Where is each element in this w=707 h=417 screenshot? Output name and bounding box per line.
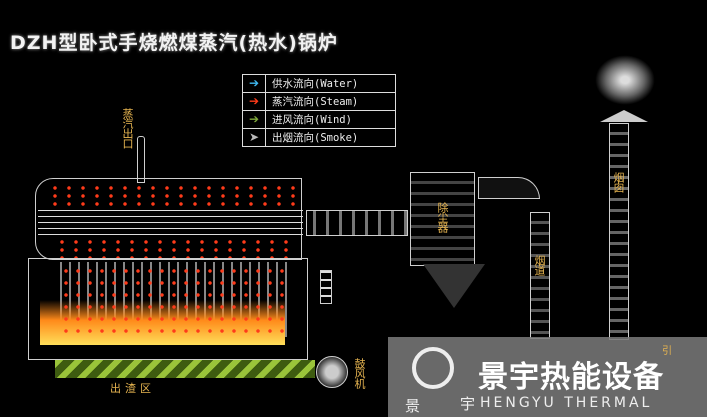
legend-row-steam: ➔ 蒸汽流向(Steam) xyxy=(243,93,395,111)
steam-arrows-mid xyxy=(55,238,295,258)
blower-label: 鼓风机 xyxy=(353,358,366,388)
legend-row-smoke: ➤ 出烟流向(Smoke) xyxy=(243,129,395,146)
diagram-title: DZH型卧式手烧燃煤蒸汽(热水)锅炉 xyxy=(10,32,338,54)
valve-pipe xyxy=(320,270,332,304)
steam-outlet-pipe xyxy=(137,136,145,183)
furnace-body xyxy=(28,258,308,360)
chimney xyxy=(609,123,629,340)
slag-zone-label: 出渣区 xyxy=(110,382,155,395)
dust-collector-hopper xyxy=(423,264,485,308)
red-arrow-icon: ➔ xyxy=(243,93,266,110)
smoke-cloud xyxy=(595,55,655,105)
company-name-cn: 景宇热能设备 xyxy=(478,360,664,395)
legend-row-wind: ➔ 进风流向(Wind) xyxy=(243,111,395,129)
chimney-cap xyxy=(600,110,648,122)
legend-label-water: 供水流向(Water) xyxy=(272,78,359,90)
green-arrow-icon: ➔ xyxy=(243,111,266,128)
legend-row-water: ➔ 供水流向(Water) xyxy=(243,75,395,93)
legend-label-steam: 蒸汽流向(Steam) xyxy=(272,96,359,108)
fire-tubes xyxy=(38,210,303,238)
dust-collector-label: 除尘器 xyxy=(436,202,449,232)
blue-arrow-icon: ➔ xyxy=(243,75,266,92)
company-logo-icon xyxy=(412,347,454,389)
legend-label-wind: 进风流向(Wind) xyxy=(272,114,352,126)
company-name-en: HENGYU THERMAL xyxy=(480,395,653,411)
logo-char-2: 宇 xyxy=(460,395,476,413)
logo-char-1: 景 xyxy=(405,397,421,415)
gray-arrow-icon: ➤ xyxy=(243,129,266,146)
air-duct-green xyxy=(55,360,315,378)
legend-label-smoke: 出烟流向(Smoke) xyxy=(272,132,359,144)
chimney-label: 烟囱 xyxy=(612,172,625,192)
induced-fan-label: 引 xyxy=(662,346,672,357)
flue-elbow xyxy=(478,177,540,199)
flow-legend: ➔ 供水流向(Water) ➔ 蒸汽流向(Steam) ➔ 进风流向(Wind)… xyxy=(242,74,396,147)
flue-vertical xyxy=(530,212,550,339)
steam-outlet-label: 蒸汽出口 xyxy=(121,108,134,148)
steam-arrows-furnace xyxy=(60,265,290,335)
blower-fan-icon xyxy=(316,356,348,388)
smoke-duct-horizontal xyxy=(306,210,408,236)
steam-arrows-top xyxy=(48,184,298,208)
flue-label: 烟道 xyxy=(533,255,546,275)
